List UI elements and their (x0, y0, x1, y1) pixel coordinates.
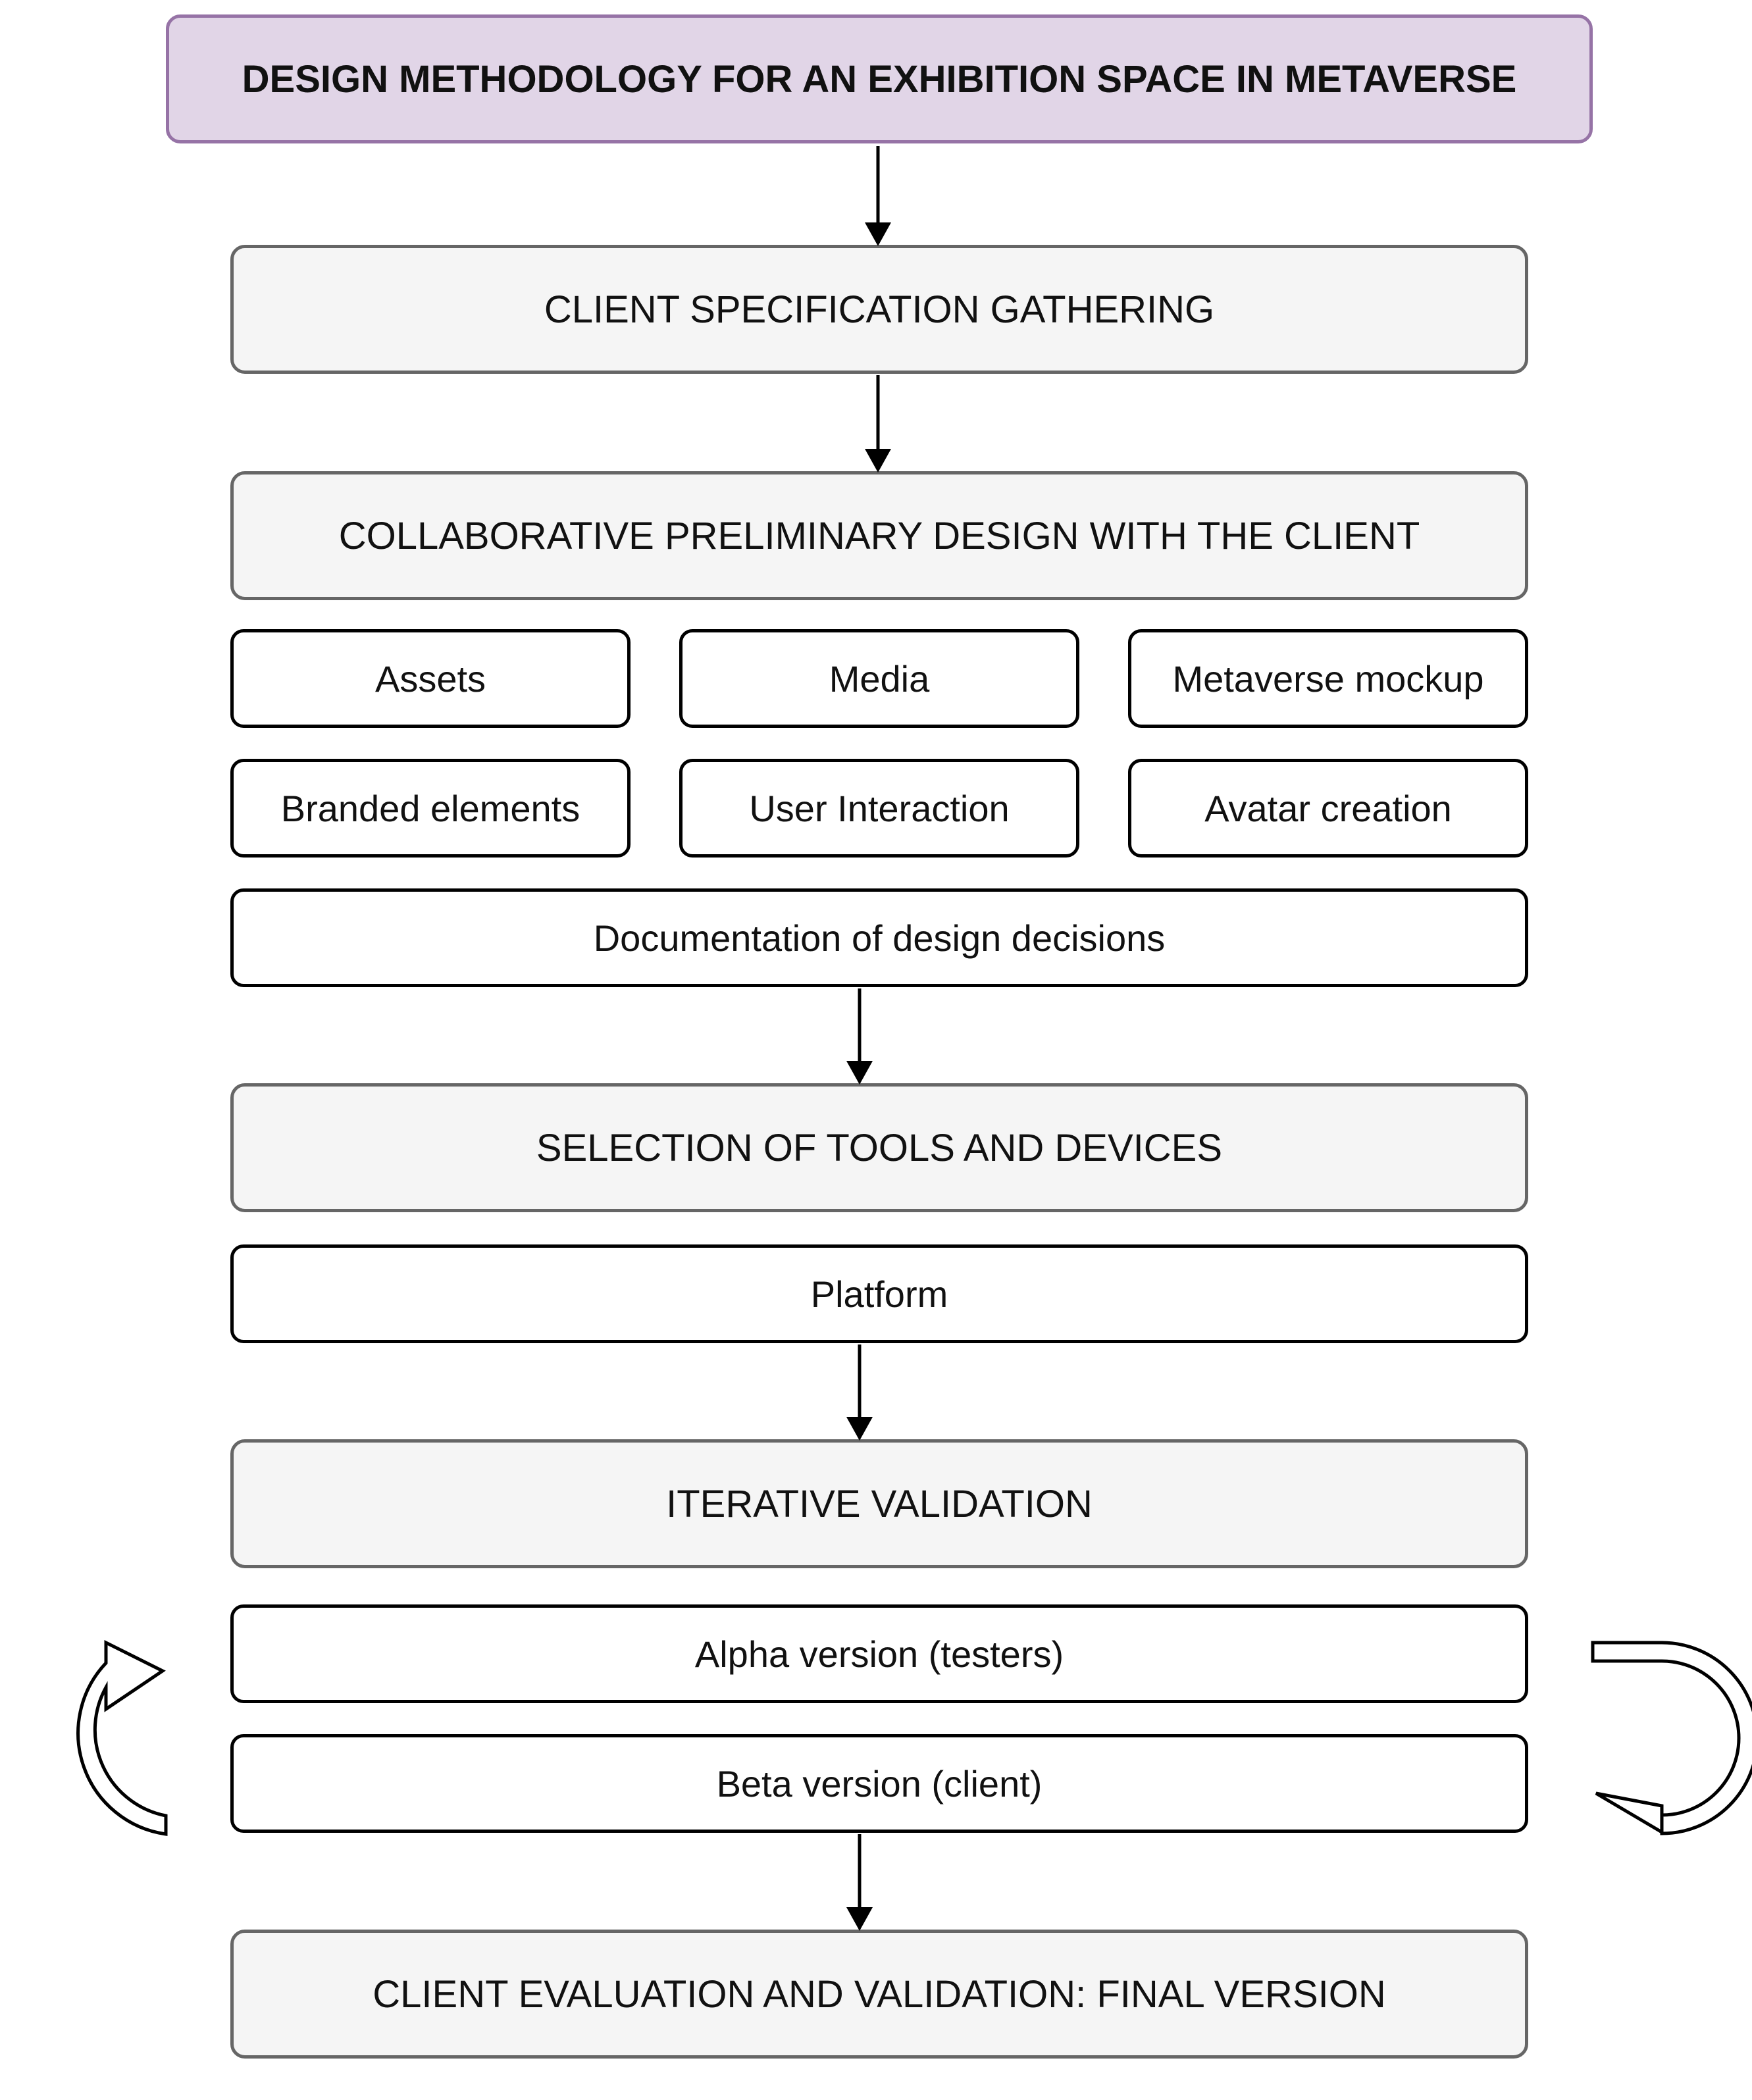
item-branded-elements: Branded elements (230, 759, 631, 858)
item-media: Media (679, 629, 1079, 728)
stage-iterative-validation: ITERATIVE VALIDATION (230, 1439, 1528, 1568)
stage-preliminary-design: COLLABORATIVE PRELIMINARY DESIGN WITH TH… (230, 471, 1528, 600)
loop-arrow-left-icon (76, 1639, 168, 1836)
item-platform: Platform (230, 1244, 1528, 1343)
stage-client-specification: CLIENT SPECIFICATION GATHERING (230, 245, 1528, 374)
item-assets: Assets (230, 629, 631, 728)
item-user-interaction: User Interaction (679, 759, 1079, 858)
arrow-head-1 (865, 222, 891, 246)
arrow-head-3 (846, 1061, 873, 1085)
item-avatar-creation: Avatar creation (1128, 759, 1528, 858)
item-metaverse-mockup: Metaverse mockup (1128, 629, 1528, 728)
item-beta-version: Beta version (client) (230, 1734, 1528, 1833)
loop-arrow-right-icon (1591, 1641, 1752, 1835)
arrow-head-2 (865, 449, 891, 473)
stage-tools-selection: SELECTION OF TOOLS AND DEVICES (230, 1083, 1528, 1212)
stage-final-evaluation: CLIENT EVALUATION AND VALIDATION: FINAL … (230, 1930, 1528, 2059)
arrow-head-5 (846, 1907, 873, 1931)
diagram-title: DESIGN METHODOLOGY FOR AN EXHIBITION SPA… (166, 14, 1593, 143)
arrow-head-4 (846, 1417, 873, 1441)
item-alpha-version: Alpha version (testers) (230, 1604, 1528, 1703)
item-documentation: Documentation of design decisions (230, 888, 1528, 987)
